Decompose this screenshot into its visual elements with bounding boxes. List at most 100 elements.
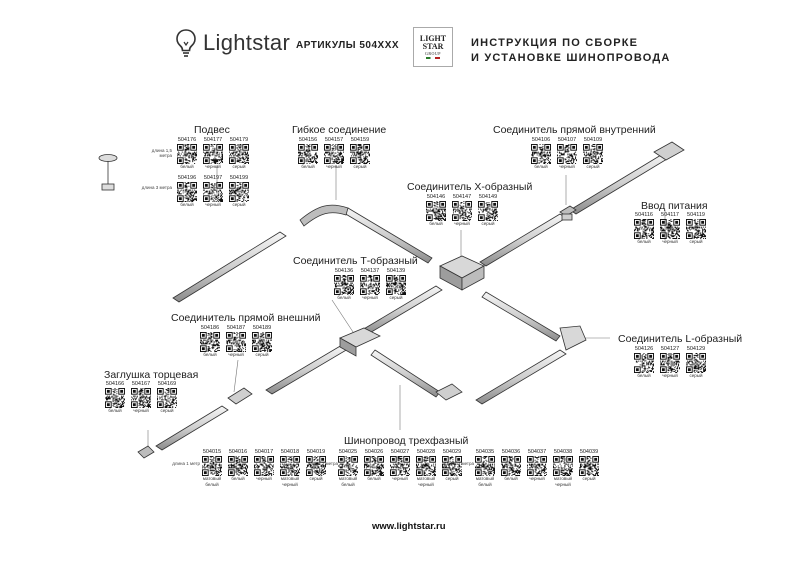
qr-code[interactable] [475,456,495,476]
qr-code[interactable] [501,456,521,476]
qr-code[interactable] [252,332,272,352]
color-label: черный [205,164,221,169]
qr-code[interactable] [324,144,344,164]
qr-code[interactable] [386,275,406,295]
qr-code[interactable] [105,388,125,408]
qr-code[interactable] [280,456,300,476]
qr-code[interactable] [634,219,654,239]
label-end-cap: Заглушка торцевая [104,369,199,381]
color-label: черный [205,202,221,207]
qr-code[interactable] [531,144,551,164]
qr-code[interactable] [660,353,680,373]
qr-code[interactable] [442,456,462,476]
article-code: 504116 [635,212,653,218]
qr-code[interactable] [686,219,706,239]
qr-code[interactable] [203,182,223,202]
logo-flag [426,57,440,59]
color-label: серый [689,239,703,244]
title-line-1: ИНСТРУКЦИЯ ПО СБОРКЕ [471,37,639,49]
label-x-connector: Соединитель Х-образный [407,181,533,193]
qr-code[interactable] [229,182,249,202]
color-label: черный [326,164,342,169]
qr-code[interactable] [226,332,246,352]
article-code: 504166 [105,381,125,387]
qr-code[interactable] [416,456,436,476]
qr-code[interactable] [364,456,384,476]
qr-code[interactable] [452,201,472,221]
note-podves-length-b: длина 3 метра [141,185,172,190]
qr-code[interactable] [177,182,197,202]
qr-code[interactable] [390,456,410,476]
qr-code[interactable] [202,456,222,476]
color-label: черный [392,476,408,481]
qr-code[interactable] [527,456,547,476]
color-label: матовый белый [202,476,222,487]
article-code: 504149 [478,194,498,200]
qr-code[interactable] [229,144,249,164]
color-label: черный [559,164,575,169]
qr-code[interactable] [579,456,599,476]
label-flexible-connector: Гибкое соединение [292,124,387,136]
article-code: 504017 [254,449,274,455]
color-label: белый [108,408,122,413]
qr-code[interactable] [660,219,680,239]
qr-code[interactable] [360,275,380,295]
article-code: 504186 [200,325,220,331]
qr-code[interactable] [338,456,358,476]
color-label: серый [232,202,246,207]
qr-code[interactable] [634,353,654,373]
qr-code[interactable] [200,332,220,352]
qr-code[interactable] [583,144,603,164]
qr-code[interactable] [298,144,318,164]
article-code: 504177 [203,137,223,143]
qr-code[interactable] [350,144,370,164]
qr-code[interactable] [334,275,354,295]
qr-code[interactable] [177,144,197,164]
label-t-connector: Соединитель Т-образный [293,255,418,267]
qr-code[interactable] [157,388,177,408]
qr-code[interactable] [553,456,573,476]
qr-code[interactable] [686,353,706,373]
logo-line-3: GROUP [424,51,442,56]
color-label: белый [367,476,381,481]
color-label: черный [662,239,678,244]
color-label: серый [582,476,596,481]
article-code: 504028 [416,449,436,455]
suspension-drawing [98,154,118,191]
qr-code[interactable] [557,144,577,164]
qr-code[interactable] [426,201,446,221]
qr-code[interactable] [203,144,223,164]
color-label: матовый черный [416,476,436,487]
qr-code[interactable] [478,201,498,221]
product-item: 504166 белый [103,381,127,414]
qr-code[interactable] [131,388,151,408]
website-link[interactable]: www.lightstar.ru [372,521,446,532]
color-label: белый [301,164,315,169]
color-label: матовый черный [280,476,300,487]
qr-code[interactable] [254,456,274,476]
article-code: 504156 [298,137,318,143]
note-track-length-c: длина 3 метра [443,461,474,466]
qr-code[interactable] [306,456,326,476]
qr-code[interactable] [228,456,248,476]
label-three-phase-track: Шинопровод трехфазный [344,435,469,447]
